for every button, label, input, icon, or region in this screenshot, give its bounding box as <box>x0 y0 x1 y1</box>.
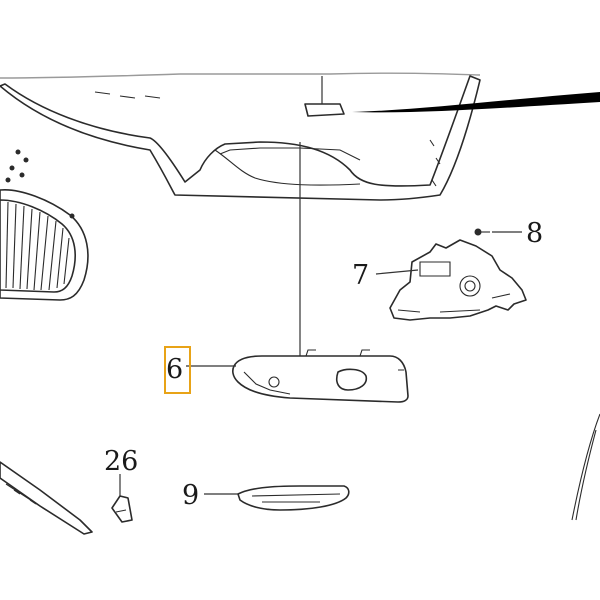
callout-26[interactable]: 26 <box>104 446 138 477</box>
part-6-trim-panel <box>232 349 409 403</box>
callout-7[interactable]: 7 <box>352 260 369 291</box>
kidney-grille <box>0 149 89 301</box>
fender-edge <box>571 413 600 521</box>
callout-6-highlight <box>164 346 191 394</box>
side-skirt <box>0 461 93 535</box>
callout-9[interactable]: 9 <box>182 480 199 511</box>
callout-6[interactable]: 6 <box>166 354 183 385</box>
callout-8[interactable]: 8 <box>526 218 543 249</box>
leader-part-7 <box>375 269 419 275</box>
part-7-bracket <box>389 239 527 321</box>
part-8-screw <box>474 228 490 236</box>
bumper-cover <box>0 72 600 201</box>
part-26-clip <box>111 495 133 523</box>
part-9-trim-strip <box>237 485 350 511</box>
